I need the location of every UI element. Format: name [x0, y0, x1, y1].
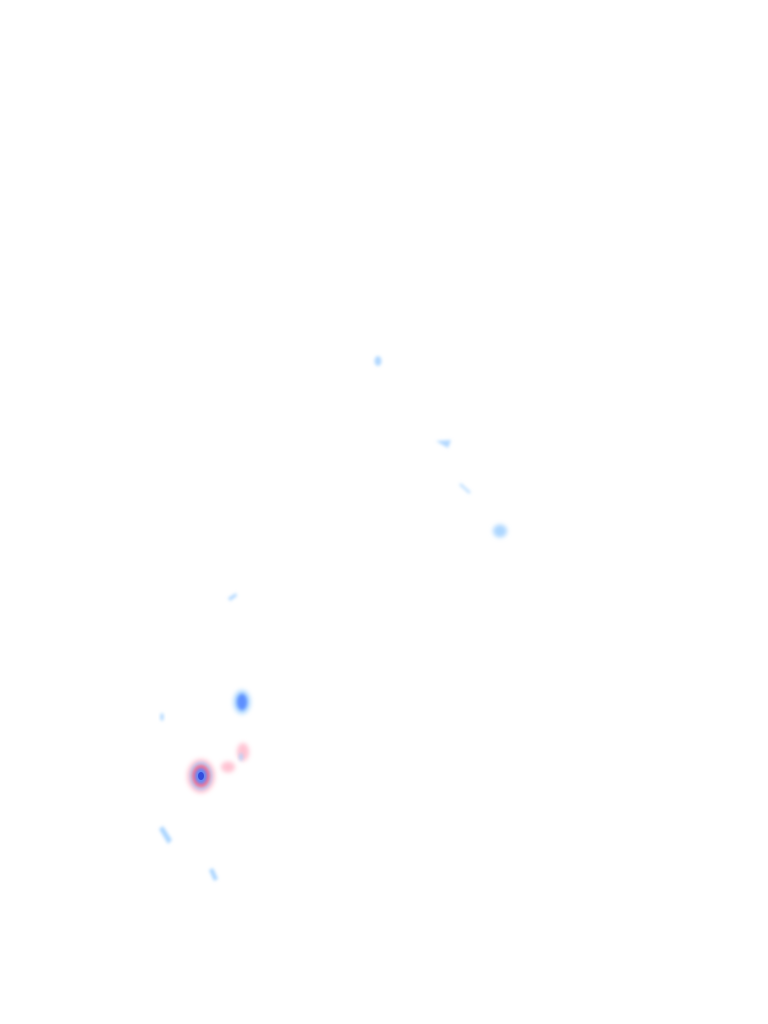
precip-cell-4	[493, 524, 507, 538]
precip-cell-7	[160, 713, 164, 721]
precip-cell-11	[159, 826, 172, 844]
precip-cell-6	[233, 690, 251, 714]
precip-cell-5	[228, 593, 237, 601]
precip-cell-2	[436, 440, 451, 448]
precip-cell-1	[374, 356, 382, 366]
precip-cell-10	[187, 759, 215, 793]
precip-cell-9	[221, 761, 235, 773]
precip-cell-12	[209, 868, 218, 881]
precip-cell-3	[459, 483, 471, 494]
precip-cell-8	[237, 743, 249, 761]
